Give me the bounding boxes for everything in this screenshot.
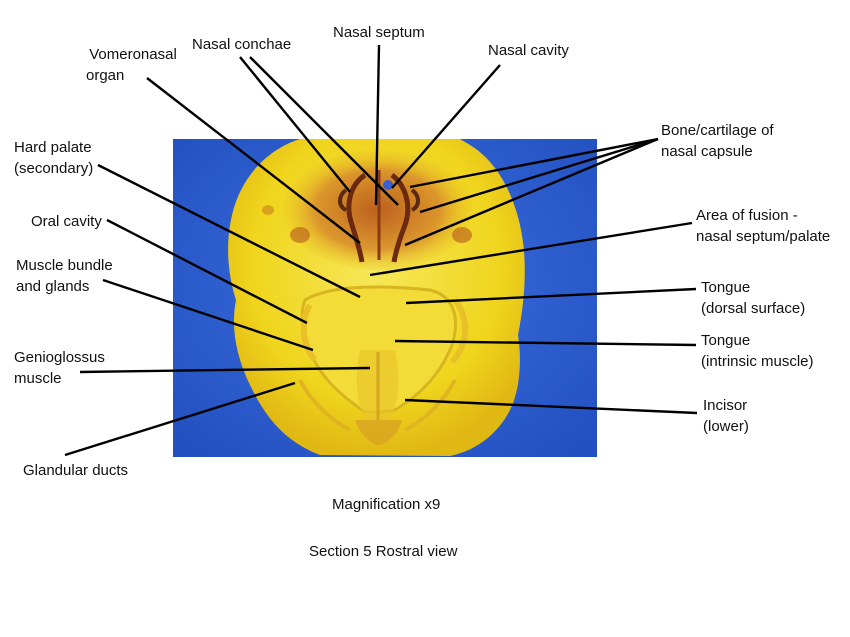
- leader-bone-c: [404, 137, 659, 247]
- leader-septum: [374, 44, 381, 206]
- leader-glandular: [64, 381, 296, 457]
- label-vomeronasal-line1: Vomeronasal: [89, 46, 177, 63]
- label-nasal-septum-line1: Nasal septum: [333, 24, 425, 41]
- label-hard-palate: Hard palate (secondary): [14, 137, 93, 179]
- leader-lines: [64, 44, 698, 457]
- label-tongue-dorsal-line2: (dorsal surface): [701, 300, 806, 317]
- label-oral-cavity-line1: Oral cavity: [31, 213, 102, 230]
- label-genioglossus-line1: Genioglossus: [14, 349, 105, 366]
- incisor-region: [355, 420, 402, 445]
- caption-magnification: Magnification x9: [332, 496, 441, 513]
- leader-nasal-cavity: [391, 64, 501, 189]
- label-muscle-bundle: Muscle bundle and glands: [16, 255, 113, 297]
- label-hard-palate-line1: Hard palate: [14, 139, 92, 156]
- label-genioglossus: Genioglossus muscle: [14, 347, 105, 389]
- label-hard-palate-line2: (secondary): [14, 160, 94, 177]
- label-fusion-line1: Area of fusion -: [696, 207, 798, 224]
- label-nasal-conchae-line1: Nasal conchae: [192, 36, 292, 53]
- label-muscle-line1: Muscle bundle: [16, 257, 113, 274]
- label-tongue-intrinsic-line1: Tongue: [701, 332, 751, 349]
- label-area-of-fusion: Area of fusion - nasal septum/palate: [696, 205, 830, 247]
- label-tongue-dorsal-line1: Tongue: [701, 279, 751, 296]
- leader-tongue-intrinsic: [394, 339, 697, 347]
- label-tongue-dorsal: Tongue (dorsal surface): [701, 277, 805, 319]
- label-nasal-septum: Nasal septum: [333, 22, 425, 43]
- leader-oral-cavity: [106, 218, 308, 325]
- leader-vomeronasal: [146, 77, 361, 244]
- label-nasal-conchae: Nasal conchae: [192, 34, 291, 55]
- leader-bone-b: [419, 137, 659, 214]
- leader-incisor: [404, 398, 698, 415]
- label-fusion-line2: nasal septum/palate: [696, 228, 831, 245]
- label-nasal-cavity-line1: Nasal cavity: [488, 42, 569, 59]
- label-glandular-ducts: Glandular ducts: [23, 460, 128, 481]
- leader-genioglossus: [79, 366, 371, 374]
- leader-bone-a: [409, 137, 659, 189]
- leader-hard-palate: [97, 163, 361, 299]
- leader-tongue-dorsal: [405, 287, 697, 305]
- nasal-passage-right: [390, 173, 411, 263]
- label-bone-line1: Bone/cartilage of: [661, 122, 774, 139]
- label-bone-cartilage: Bone/cartilage of nasal capsule: [661, 120, 774, 162]
- label-tongue-intrinsic: Tongue (intrinsic muscle): [701, 330, 814, 372]
- label-vomeronasal-line2: organ: [86, 67, 125, 84]
- label-nasal-cavity: Nasal cavity: [488, 40, 569, 61]
- label-incisor-line2: (lower): [703, 418, 749, 435]
- leader-muscle-bundle: [102, 278, 314, 352]
- label-tongue-intrinsic-line2: (intrinsic muscle): [701, 353, 814, 370]
- label-incisor-line1: Incisor: [703, 397, 748, 414]
- label-oral-cavity: Oral cavity: [31, 211, 102, 232]
- leader-fusion: [369, 221, 693, 277]
- label-vomeronasal-organ: Vomeronasal organ: [78, 44, 188, 86]
- label-glandular-line1: Glandular ducts: [23, 462, 129, 479]
- label-genioglossus-line2: muscle: [14, 370, 62, 387]
- label-muscle-line2: and glands: [16, 278, 90, 295]
- label-bone-line2: nasal capsule: [661, 143, 753, 160]
- nasal-passage-left: [346, 172, 367, 263]
- leader-conchae-a: [239, 56, 351, 193]
- label-incisor: Incisor (lower): [703, 395, 749, 437]
- leader-conchae-b: [249, 56, 399, 206]
- caption-section: Section 5 Rostral view: [309, 543, 458, 560]
